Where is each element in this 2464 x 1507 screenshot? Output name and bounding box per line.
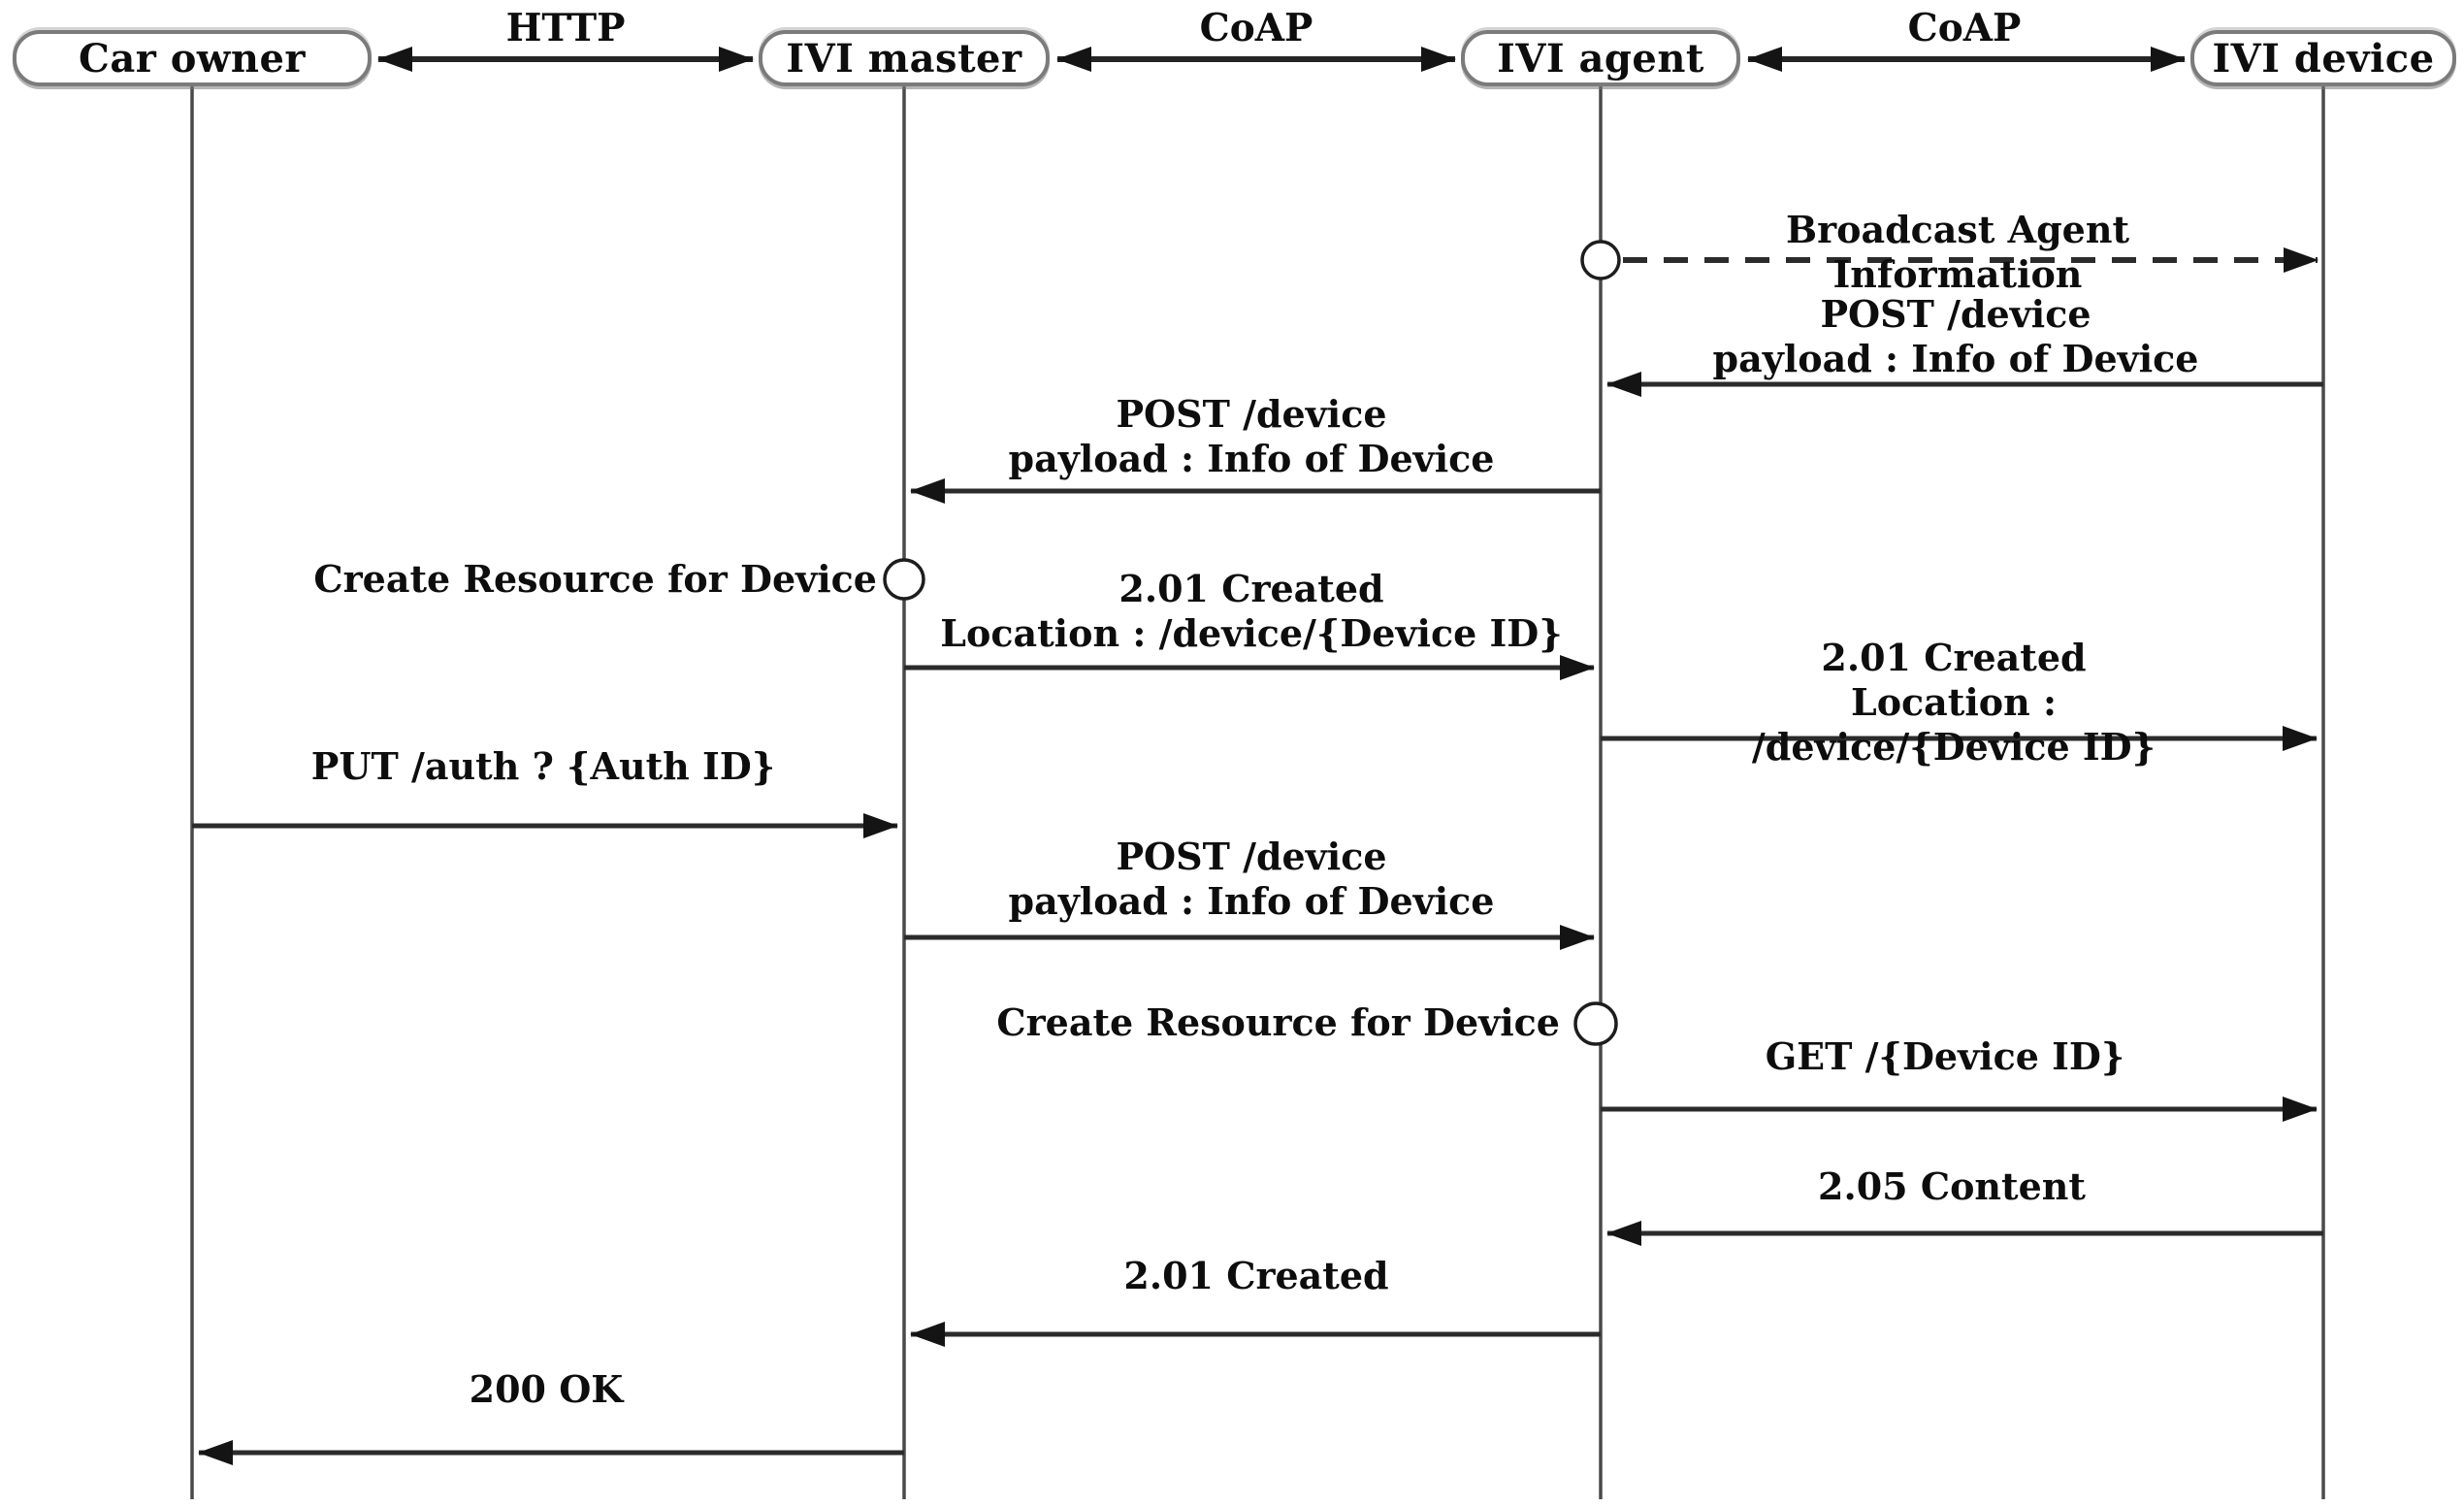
create-resource-node-master	[883, 558, 925, 601]
message-label-200-ok: 200 OK	[469, 1367, 624, 1411]
protocol-label-http: HTTP	[505, 6, 626, 50]
protocol-label-coap-2: CoAP	[1907, 6, 2022, 50]
message-label-205-content: 2.05 Content	[1818, 1164, 2086, 1208]
message-label-201-created-location-1: 2.01 Created Location : /device/{Device …	[940, 567, 1563, 655]
actor-car-owner: Car owner	[13, 30, 372, 86]
message-label-broadcast-agent-information: Broadcast Agent Information	[1785, 208, 2130, 296]
message-label-201-created-location-2: 2.01 Created Location : /device/{Device …	[1751, 636, 2156, 769]
action-label-create-resource-master: Create Resource for Device	[313, 557, 877, 601]
message-label-get-device-id: GET /{Device ID}	[1765, 1034, 2125, 1078]
message-label-post-device-2: POST /device payload : Info of Device	[1008, 392, 1495, 480]
message-label-201-created: 2.01 Created	[1123, 1254, 1389, 1297]
create-resource-node-agent	[1573, 1001, 1618, 1046]
message-label-put-auth: PUT /auth ? {Auth ID}	[310, 744, 776, 788]
action-label-create-resource-agent: Create Resource for Device	[996, 1000, 1560, 1044]
broadcast-start-node	[1580, 240, 1621, 280]
message-label-post-device-1: POST /device payload : Info of Device	[1712, 292, 2199, 380]
protocol-label-coap-1: CoAP	[1199, 6, 1313, 50]
actor-ivi-device: IVI device	[2190, 30, 2456, 86]
message-label-post-device-3: POST /device payload : Info of Device	[1008, 835, 1495, 923]
actor-ivi-agent: IVI agent	[1461, 30, 1740, 86]
actor-ivi-master: IVI master	[759, 30, 1050, 86]
